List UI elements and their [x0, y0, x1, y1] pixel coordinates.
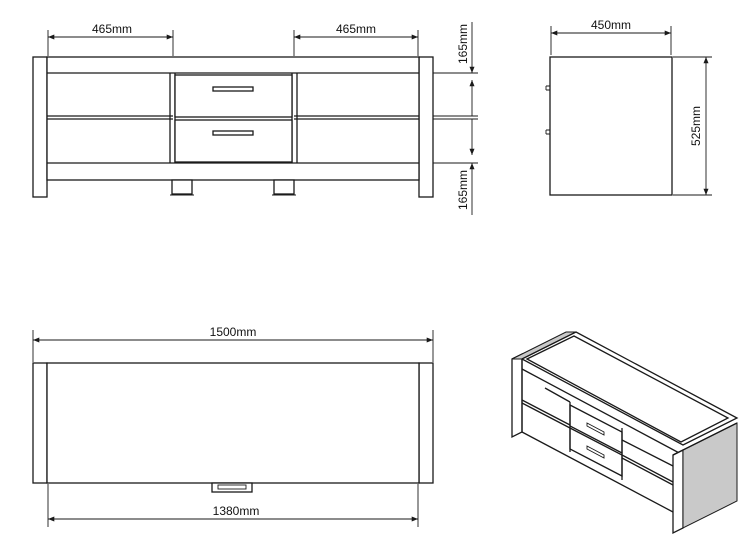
- front-drawer-top: [174, 74, 293, 118]
- dim-inner-width: 1380mm: [213, 504, 260, 518]
- dim-top-height: 165mm: [456, 24, 470, 64]
- top-handle: [211, 482, 253, 493]
- front-left-panel: [32, 56, 48, 198]
- side-view: 450mm 525mm: [545, 18, 712, 196]
- top-left-panel: [32, 362, 48, 484]
- iso-top-inner: [525, 335, 730, 443]
- drawer-handle-bottom: [212, 130, 254, 136]
- dim-depth: 450mm: [591, 18, 631, 32]
- iso-handle-top: [586, 422, 605, 436]
- side-handle-top: [545, 85, 550, 91]
- front-view: 465mm 465mm 165mm 165mm: [32, 22, 478, 215]
- top-right-panel: [418, 362, 434, 484]
- top-view: 1500mm 1380mm: [32, 325, 434, 527]
- iso-right-panel-edge: [672, 448, 684, 535]
- dim-height: 525mm: [689, 106, 703, 146]
- top-surface: [46, 362, 420, 484]
- front-foot-right: [273, 179, 295, 195]
- dim-bottom-height: 165mm: [456, 170, 470, 210]
- iso-right-panel-top: [672, 422, 738, 456]
- dim-right-width: 465mm: [336, 22, 376, 36]
- isometric-view: [511, 331, 739, 535]
- side-body: [549, 56, 673, 196]
- front-right-panel: [418, 56, 434, 198]
- drawer-handle-top: [212, 86, 254, 92]
- dim-left-width: 465mm: [92, 22, 132, 36]
- front-drawer-bottom: [174, 119, 293, 163]
- dim-total-width: 1500mm: [210, 325, 257, 339]
- iso-handle-bottom: [586, 445, 605, 459]
- front-foot-left: [171, 179, 193, 195]
- iso-left-panel-edge: [511, 352, 523, 439]
- side-handle-bottom: [545, 129, 550, 135]
